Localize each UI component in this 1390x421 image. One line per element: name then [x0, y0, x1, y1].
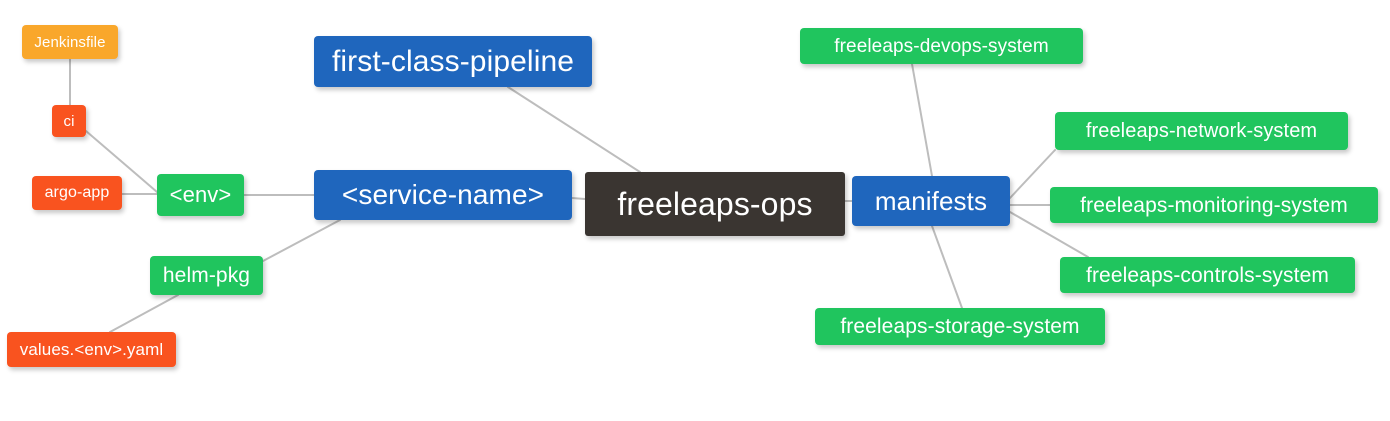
mindmap-node-label: freeleaps-ops: [617, 186, 813, 222]
mindmap-node-label: first-class-pipeline: [331, 44, 575, 78]
mindmap-node-argo-app[interactable]: argo-app: [32, 176, 122, 210]
mindmap-node-label: manifests: [874, 186, 988, 216]
mindmap-node-label: freeleaps-storage-system: [840, 315, 1080, 338]
mindmap-node-ci[interactable]: ci: [52, 105, 86, 137]
mindmap-node-label: Jenkinsfile: [34, 33, 106, 51]
mindmap-node-label: freeleaps-monitoring-system: [1080, 193, 1348, 217]
mindmap-node-label: freeleaps-network-system: [1085, 120, 1318, 142]
mindmap-node-label: <env>: [169, 182, 232, 207]
mindmap-node-service-name[interactable]: <service-name>: [314, 170, 572, 220]
mindmap-node-values-env-yaml[interactable]: values.<env>.yaml: [7, 332, 176, 367]
mindmap-node-label: ci: [63, 112, 75, 130]
edge-manifests-to-network-system: [1009, 149, 1056, 199]
mindmap-node-monitoring-system[interactable]: freeleaps-monitoring-system: [1050, 187, 1378, 223]
edge-manifests-to-devops-system: [911, 63, 933, 177]
mindmap-node-label: freeleaps-controls-system: [1086, 263, 1329, 287]
mindmap-node-helm-pkg[interactable]: helm-pkg: [150, 256, 263, 295]
edge-values-env-yaml-to-helm-pkg: [109, 294, 179, 333]
mindmap-node-label: values.<env>.yaml: [19, 340, 164, 359]
mindmap-node-label: freeleaps-devops-system: [834, 35, 1049, 57]
mindmap-node-label: <service-name>: [341, 179, 545, 210]
mindmap-node-env[interactable]: <env>: [157, 174, 244, 216]
mindmap-node-label: helm-pkg: [162, 264, 251, 287]
mindmap-node-storage-system[interactable]: freeleaps-storage-system: [815, 308, 1105, 345]
edge-manifests-to-storage-system: [931, 225, 963, 309]
mindmap-node-label: argo-app: [44, 184, 110, 201]
edge-first-class-pipeline-to-freeleaps-ops: [507, 86, 641, 173]
mindmap-node-controls-system[interactable]: freeleaps-controls-system: [1060, 257, 1355, 293]
mindmap-node-manifests[interactable]: manifests: [852, 176, 1010, 226]
mindmap-node-jenkinsfile[interactable]: Jenkinsfile: [22, 25, 118, 59]
mindmap-node-devops-system[interactable]: freeleaps-devops-system: [800, 28, 1083, 64]
edge-service-name-to-freeleaps-ops: [571, 197, 586, 200]
mindmap-node-first-class-pipeline[interactable]: first-class-pipeline: [314, 36, 592, 87]
mindmap-node-freeleaps-ops[interactable]: freeleaps-ops: [585, 172, 845, 236]
mindmap-node-network-system[interactable]: freeleaps-network-system: [1055, 112, 1348, 150]
edge-helm-pkg-to-service-name: [262, 219, 341, 262]
